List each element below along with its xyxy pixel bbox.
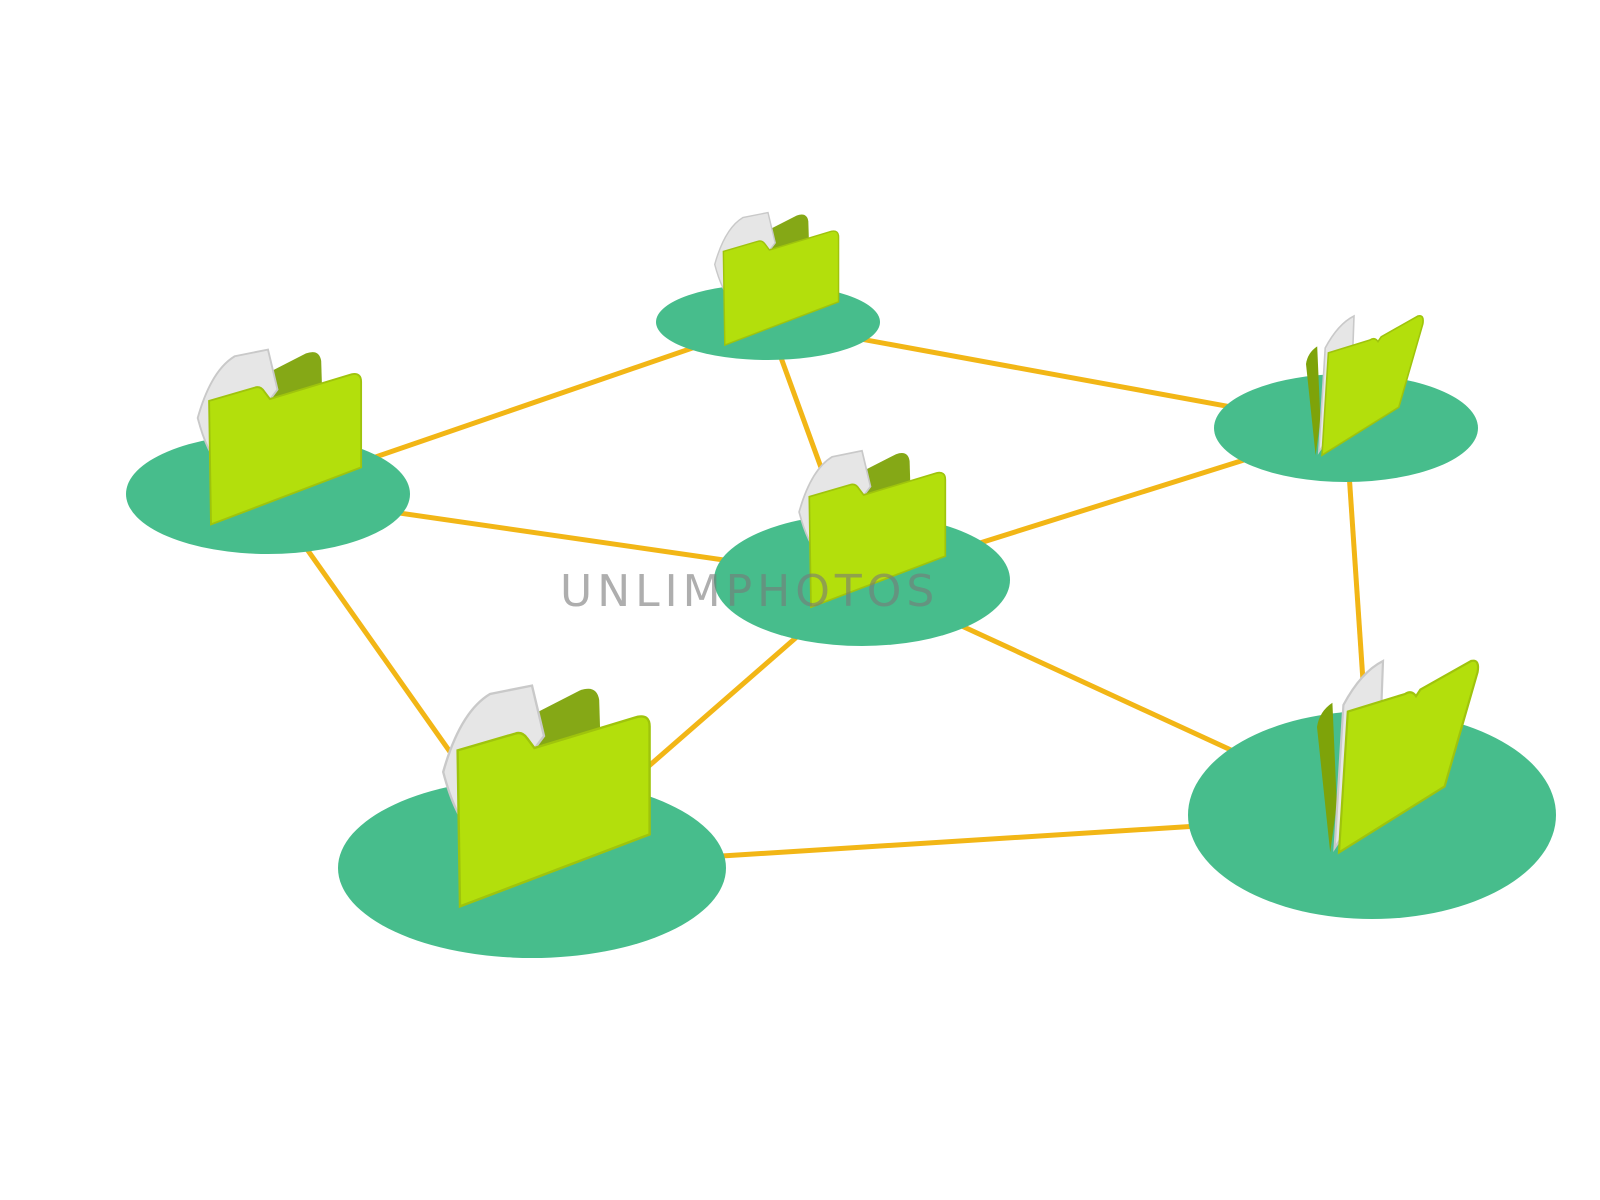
node-lower-right — [1188, 661, 1556, 919]
node-upper-right — [1214, 316, 1478, 482]
node-lower-left — [338, 686, 726, 958]
node-upper-left — [126, 350, 410, 554]
node-top — [656, 213, 880, 360]
watermark-text: UNLIMPHOTOS — [560, 566, 939, 617]
